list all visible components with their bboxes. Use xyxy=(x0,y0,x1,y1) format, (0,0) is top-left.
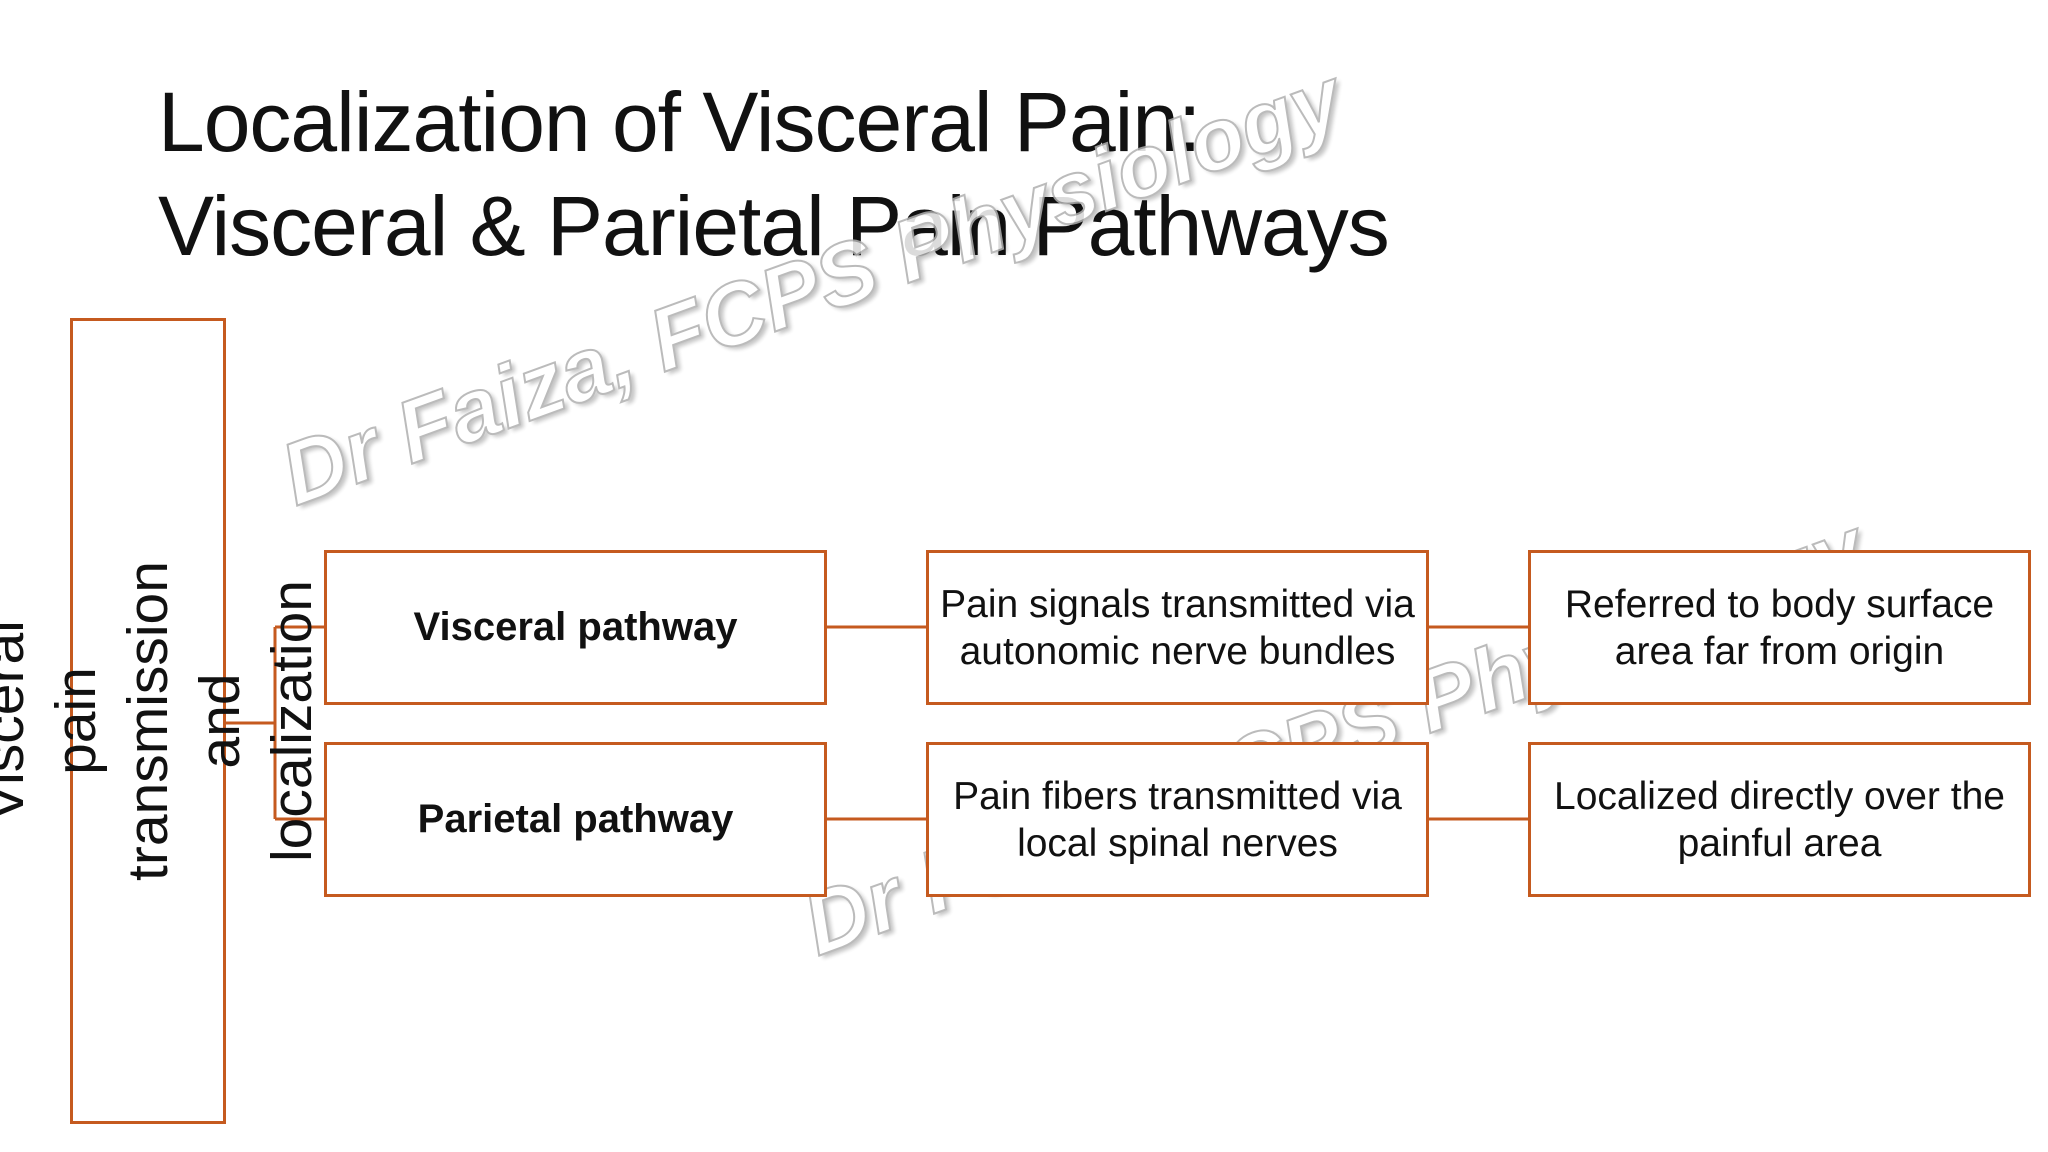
visceral-localization-text: Referred to body surface area far from o… xyxy=(1564,582,1995,673)
parietal-pathway-label: Parietal pathway xyxy=(417,797,734,841)
parietal-localization-box: Localized directly over the painful area xyxy=(1528,742,2031,897)
parietal-transmission-text: Pain fibers transmitted via local spinal… xyxy=(953,774,1402,865)
root-box: Visceral pain transmission and localizat… xyxy=(0,318,324,1124)
visceral-pathway-label: Visceral pathway xyxy=(413,605,738,649)
visceral-localization-box: Referred to body surface area far from o… xyxy=(1528,550,2031,705)
visceral-pathway-box: Visceral pathway xyxy=(324,550,827,705)
slide-title: Localization of Visceral Pain: Visceral … xyxy=(158,70,1390,278)
parietal-pathway-box: Parietal pathway xyxy=(324,742,827,897)
visceral-transmission-text: Pain signals transmitted via autonomic n… xyxy=(940,582,1415,673)
title-line-1: Localization of Visceral Pain: xyxy=(158,75,1201,169)
parietal-transmission-box: Pain fibers transmitted via local spinal… xyxy=(926,742,1429,897)
title-line-2: Visceral & Parietal Pain Pathways xyxy=(158,179,1390,273)
parietal-localization-text: Localized directly over the painful area xyxy=(1554,774,2005,865)
visceral-transmission-box: Pain signals transmitted via autonomic n… xyxy=(926,550,1429,705)
root-label: Visceral pain transmission and localizat… xyxy=(0,561,324,881)
